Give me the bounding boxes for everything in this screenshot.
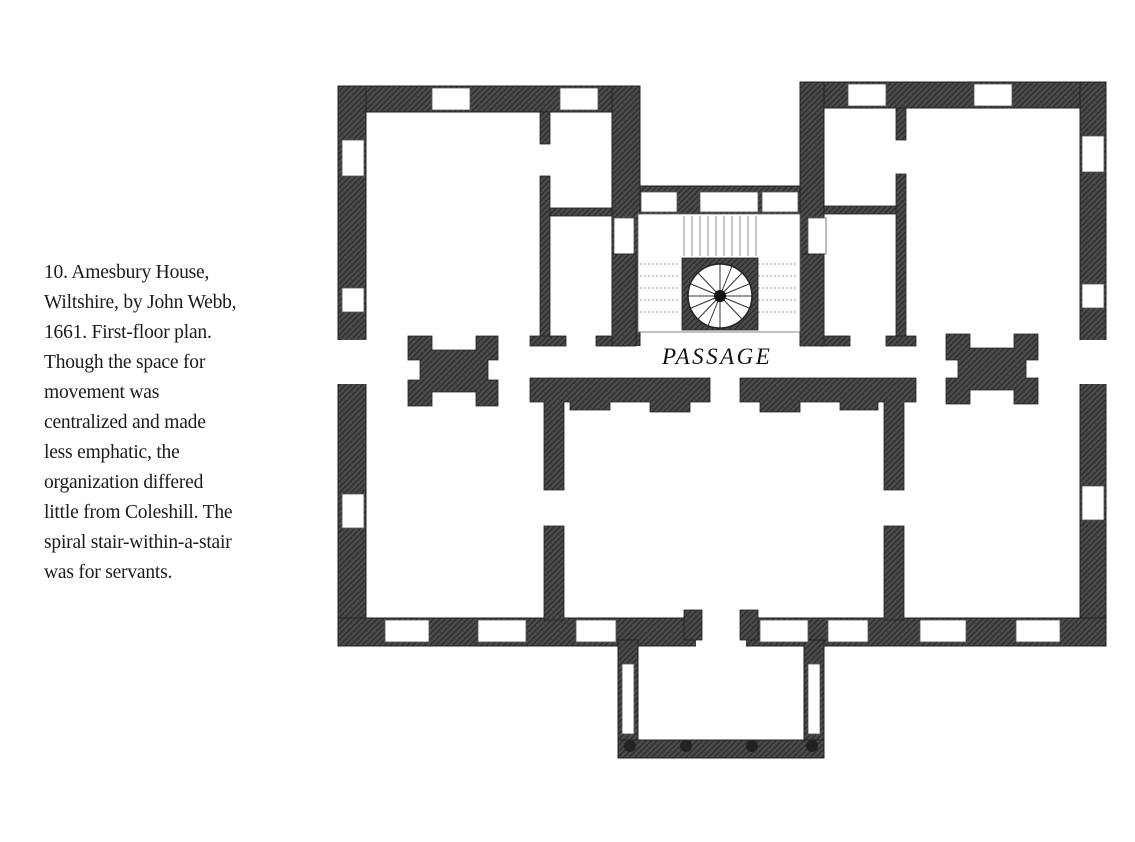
caption-line: spiral stair-within-a-stair	[44, 532, 232, 553]
chimney-piers	[407, 333, 1039, 407]
passage-label: PASSAGE	[661, 344, 772, 369]
caption-line: organization differed	[44, 472, 204, 493]
caption-line: little from Coleshill. The	[44, 502, 233, 523]
caption-line: Wiltshire, by John Webb,	[44, 292, 237, 313]
caption-line: movement was	[44, 382, 160, 403]
porch-columns	[624, 740, 818, 752]
caption-line: 1661. First-floor plan.	[44, 322, 212, 343]
caption-line: less emphatic, the	[44, 442, 180, 463]
interior-walls	[529, 107, 917, 641]
wall-top-right	[799, 81, 1107, 109]
spiral-stair	[687, 263, 753, 329]
outer-walls	[337, 81, 1107, 759]
caption-line: Though the space for	[44, 352, 206, 373]
floor-plan: PASSAGE	[330, 75, 1115, 765]
floor-plan-drawing: PASSAGE	[336, 81, 1108, 759]
caption-line: centralized and made	[44, 412, 206, 433]
porch-wall-bottom	[617, 739, 825, 759]
caption-line: was for servants.	[44, 562, 173, 583]
caption-line: 10. Amesbury House,	[44, 262, 210, 283]
passage-openings	[336, 340, 1108, 650]
figure-caption: 10. Amesbury House, Wiltshire, by John W…	[44, 258, 280, 588]
